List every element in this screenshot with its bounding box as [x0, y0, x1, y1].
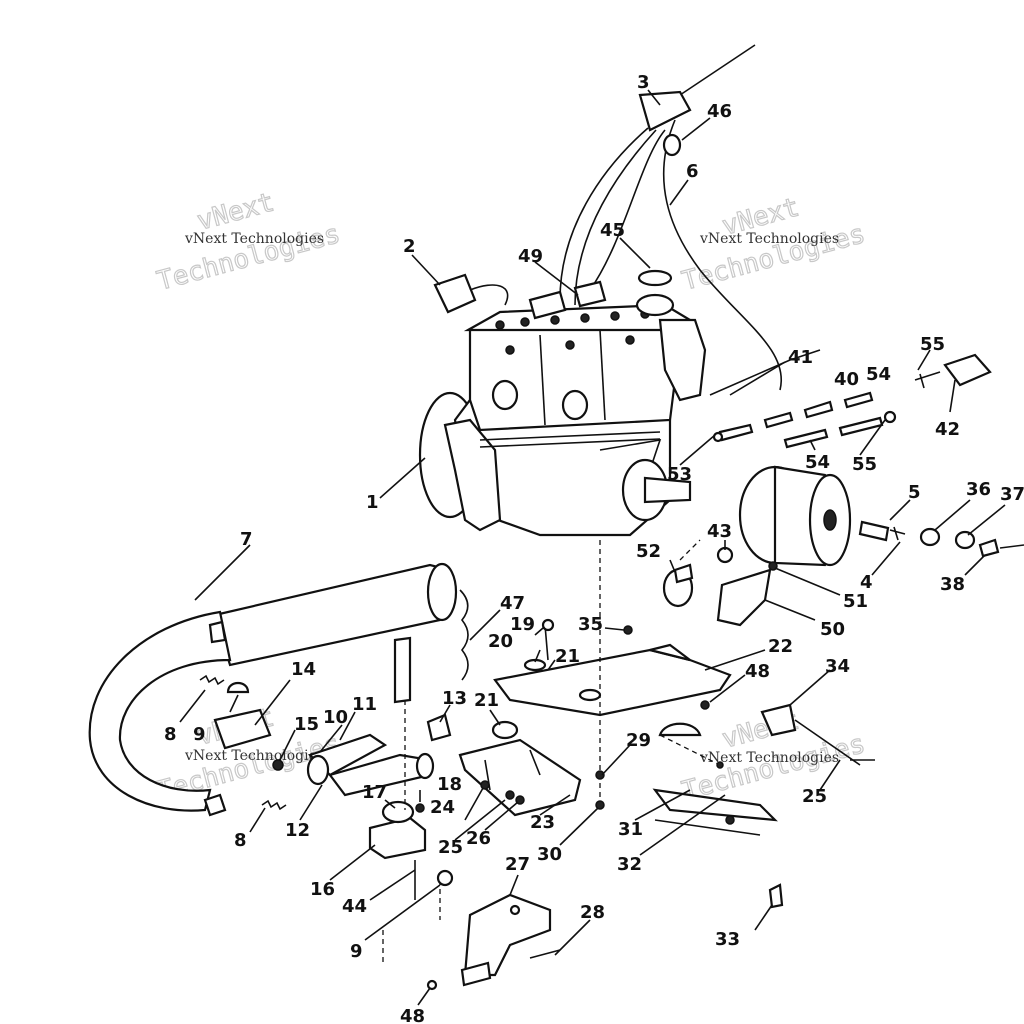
callout-32: 32 — [617, 854, 642, 875]
callout-48-right: 48 — [745, 661, 770, 682]
callout-7: 7 — [240, 529, 253, 550]
watermark-text: vNext Technologies — [184, 748, 324, 764]
engine-block — [418, 269, 707, 537]
watermark-text: vNext Technologies — [184, 231, 324, 247]
small-parts-right — [595, 539, 875, 909]
throttle-cable — [559, 44, 783, 391]
callout-3: 3 — [637, 72, 650, 93]
callout-55-lower: 55 — [852, 454, 877, 475]
callout-37: 37 — [1000, 484, 1024, 505]
drive-clutch — [738, 465, 852, 567]
callout-19: 19 — [510, 614, 535, 635]
callout-49: 49 — [518, 246, 543, 267]
callout-18: 18 — [437, 774, 462, 795]
watermark-top-right: vNext Technologies vNext Technologies — [678, 192, 868, 297]
callout-55-upper: 55 — [920, 334, 945, 355]
callout-47: 47 — [500, 593, 525, 614]
callout-21-upper: 21 — [555, 646, 580, 667]
callout-33: 33 — [715, 929, 740, 950]
callout-53: 53 — [667, 464, 692, 485]
callout-16: 16 — [310, 879, 335, 900]
head-bolts — [495, 309, 650, 355]
lower-bracket — [458, 720, 582, 817]
callout-41: 41 — [788, 347, 813, 368]
callout-30: 30 — [537, 844, 562, 865]
callout-14: 14 — [291, 659, 316, 680]
callout-21-lower: 21 — [474, 690, 499, 711]
shaft-parts — [858, 520, 1024, 558]
springs-left — [199, 589, 469, 811]
watermark-text: vNext Technologies — [699, 231, 839, 247]
watermark-outline-vnext: vNext — [194, 188, 277, 237]
callout-48-bottom: 48 — [400, 1006, 425, 1024]
callout-20: 20 — [488, 631, 513, 652]
callout-54-lower: 54 — [805, 452, 830, 473]
callout-2: 2 — [403, 236, 416, 257]
callout-35: 35 — [578, 614, 603, 635]
callout-13: 13 — [442, 688, 467, 709]
callout-1: 1 — [366, 492, 379, 513]
callout-22: 22 — [768, 636, 793, 657]
linkage-rods — [709, 349, 992, 449]
callout-15: 15 — [294, 714, 319, 735]
mount-plate — [493, 618, 732, 717]
callout-51: 51 — [843, 591, 868, 612]
callout-8-lower: 8 — [234, 830, 247, 851]
watermark-top-left: vNext Technologies vNext Technologies — [153, 187, 343, 297]
callout-25-left: 25 — [438, 837, 463, 858]
callout-17: 17 — [362, 782, 387, 803]
watermark-text: vNext Technologies — [699, 750, 839, 766]
callout-25-right: 25 — [802, 786, 827, 807]
callout-6: 6 — [686, 161, 699, 182]
muffler — [88, 562, 458, 817]
callout-46: 46 — [707, 101, 732, 122]
callout-9-lower: 9 — [350, 941, 363, 962]
callout-5: 5 — [908, 482, 921, 503]
leader-lines — [179, 89, 1006, 1006]
callout-50: 50 — [820, 619, 845, 640]
callout-28: 28 — [580, 902, 605, 923]
callout-23: 23 — [530, 812, 555, 833]
callout-27: 27 — [505, 854, 530, 875]
callout-36: 36 — [966, 479, 991, 500]
bracket-27 — [382, 869, 561, 991]
callout-52: 52 — [636, 541, 661, 562]
callout-labels: 1 2 3 4 5 6 7 8 8 9 9 10 11 12 13 14 15 … — [164, 72, 1024, 1024]
callout-31: 31 — [618, 819, 643, 840]
fuel-cap-45 — [635, 293, 675, 317]
callout-45: 45 — [600, 220, 625, 241]
callout-44: 44 — [342, 896, 367, 917]
callout-26: 26 — [466, 828, 491, 849]
callout-11: 11 — [352, 694, 377, 715]
callout-10: 10 — [323, 707, 348, 728]
callout-42: 42 — [935, 419, 960, 440]
cable-clip-46 — [662, 133, 682, 157]
callout-34: 34 — [825, 656, 850, 677]
callout-12: 12 — [285, 820, 310, 841]
callout-24: 24 — [430, 797, 455, 818]
callout-9-upper: 9 — [193, 724, 206, 745]
plug-cap — [433, 273, 509, 314]
callout-54-upper: 54 — [866, 364, 891, 385]
callout-8-upper: 8 — [164, 724, 177, 745]
callout-43: 43 — [707, 521, 732, 542]
callout-29: 29 — [626, 730, 651, 751]
callout-38: 38 — [940, 574, 965, 595]
callout-40: 40 — [834, 369, 859, 390]
callout-4: 4 — [860, 572, 873, 593]
